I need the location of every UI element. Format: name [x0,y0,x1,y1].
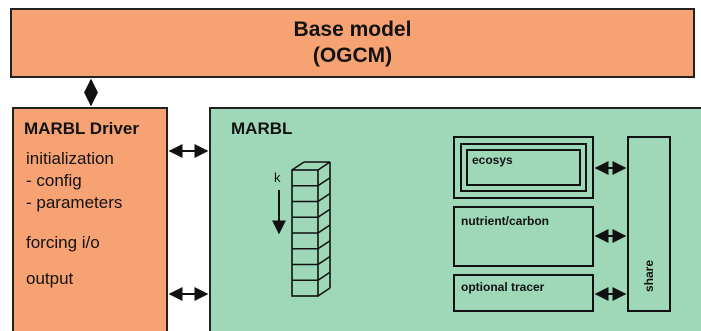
driver-line-initialization: initialization [26,149,114,168]
column-layer-side [317,208,331,218]
nutrient-carbon-module: nutrient/carbon [453,206,594,267]
driver-line-parameters: - parameters [26,193,123,212]
column-layer-side [317,255,331,266]
ecosys-module: ecosys [453,136,594,199]
driver-line-forcing: forcing i/o [26,233,100,252]
column-bottom-edge [317,287,331,297]
share-module: share [627,136,671,312]
column-top-edge-right [317,161,331,171]
column-layer-side [317,192,331,203]
marbl-driver-box: MARBL Driver initialization - config - p… [12,107,168,331]
ecosys-inner-frame: ecosys [466,149,581,186]
vertical-grid-column [291,161,331,297]
base-model-title: Base model [293,17,412,41]
k-axis-label: k [274,170,281,185]
marbl-title: MARBL [231,119,293,138]
base-model-subtitle: (OGCM) [312,44,393,67]
column-top-edge-left [291,161,305,171]
base-model-box: Base model (OGCM) [10,8,695,78]
column-layer-side [317,177,331,187]
driver-line-output: output [26,269,74,288]
column-layer-side [317,224,331,234]
column-layer-side [317,271,331,281]
optional-tracer-module: optional tracer [453,274,594,312]
driver-line-config: - config [26,171,82,190]
driver-title: MARBL Driver [24,119,139,138]
nutrient-carbon-label: nutrient/carbon [461,214,550,228]
ecosys-label: ecosys [472,153,513,167]
optional-tracer-label: optional tracer [461,280,545,294]
ecosys-frame: ecosys [460,143,587,192]
column-layer-side [317,240,331,250]
